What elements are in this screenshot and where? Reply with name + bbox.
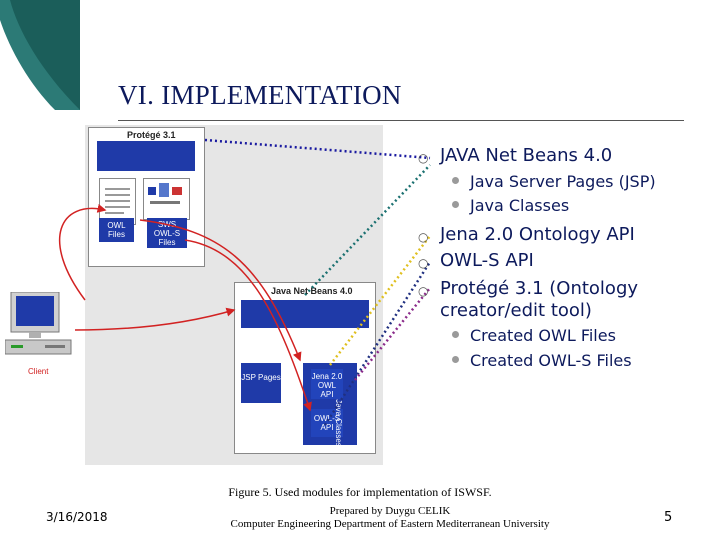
- bullet-netbeans: ○ JAVA Net Beans 4.0: [418, 145, 613, 167]
- bullet-marker: ○: [418, 151, 429, 165]
- netbeans-toolbar: [241, 300, 369, 328]
- slide-date: 3/16/2018: [46, 510, 108, 524]
- client-label: Client: [28, 367, 49, 376]
- sub-bullet-text: Java Server Pages (JSP): [470, 172, 656, 191]
- sub-bullet-owl-files: Created OWL Files: [452, 326, 616, 346]
- bullet-marker: ○: [418, 284, 429, 298]
- protege-panel: Protégé 3.1 OWL Files SWS OWL-S Files: [88, 127, 205, 267]
- slide-footer: Prepared by Duygu CELIK Computer Enginee…: [190, 505, 590, 531]
- sub-bullet-text: Created OWL Files: [470, 326, 616, 345]
- java-classes-box: Jena 2.0 OWL API OWL-S API Java Classes: [303, 363, 357, 447]
- sub-bullet-java-classes: Java Classes: [452, 196, 570, 216]
- bullet-text: JAVA Net Beans 4.0: [440, 145, 613, 166]
- bullet-text: OWL-S API: [440, 250, 534, 271]
- netbeans-panel: Java Net Beans 4.0 JSP Pages Jena 2.0 OW…: [234, 282, 376, 454]
- bullet-protege: ○ Protégé 3.1 (Ontology creator/edit too…: [418, 278, 700, 322]
- sub-bullet-marker: [452, 201, 459, 208]
- protege-toolbar: [97, 141, 195, 171]
- title-rule: [118, 120, 684, 121]
- footer-department: Computer Engineering Department of Easte…: [230, 518, 550, 530]
- jsp-pages-box: JSP Pages: [241, 363, 281, 403]
- sub-bullet-jsp: Java Server Pages (JSP): [452, 172, 656, 192]
- bullet-owls: ○ OWL-S API: [418, 250, 534, 272]
- bullet-marker: ○: [418, 256, 429, 270]
- bullet-marker: ○: [418, 230, 429, 244]
- protege-graph-icon: [143, 178, 190, 220]
- footer-author: Prepared by Duygu CELIK: [329, 505, 451, 517]
- protege-panel-title: Protégé 3.1: [127, 130, 176, 140]
- sub-bullet-text: Created OWL-S Files: [470, 351, 632, 370]
- jsp-pages-label: JSP Pages: [241, 373, 281, 382]
- sub-bullet-marker: [452, 331, 459, 338]
- owl-files-label: OWL Files: [107, 221, 126, 239]
- sub-bullet-owls-files: Created OWL-S Files: [452, 351, 632, 371]
- corner-decoration: [0, 0, 80, 110]
- sws-files-box: SWS OWL-S Files: [147, 218, 187, 248]
- bullet-jena: ○ Jena 2.0 Ontology API: [418, 224, 635, 246]
- client-computer-icon: [4, 291, 77, 372]
- protege-doc-icon: [99, 178, 136, 225]
- figure-caption: Figure 5. Used modules for implementatio…: [228, 485, 492, 499]
- page-number: 5: [664, 510, 673, 525]
- sub-bullet-text: Java Classes: [470, 196, 570, 215]
- netbeans-panel-title: Java Net Beans 4.0: [271, 286, 353, 296]
- sub-bullet-marker: [452, 177, 459, 184]
- sws-files-label: SWS OWL-S Files: [153, 220, 181, 247]
- sub-bullet-marker: [452, 356, 459, 363]
- java-classes-label: Java Classes: [334, 399, 343, 447]
- owl-files-box: OWL Files: [99, 218, 134, 242]
- bullet-text: Jena 2.0 Ontology API: [440, 224, 635, 245]
- bullet-text: Protégé 3.1 (Ontology creator/edit tool): [440, 278, 639, 321]
- slide-title: VI. IMPLEMENTATION: [118, 80, 402, 110]
